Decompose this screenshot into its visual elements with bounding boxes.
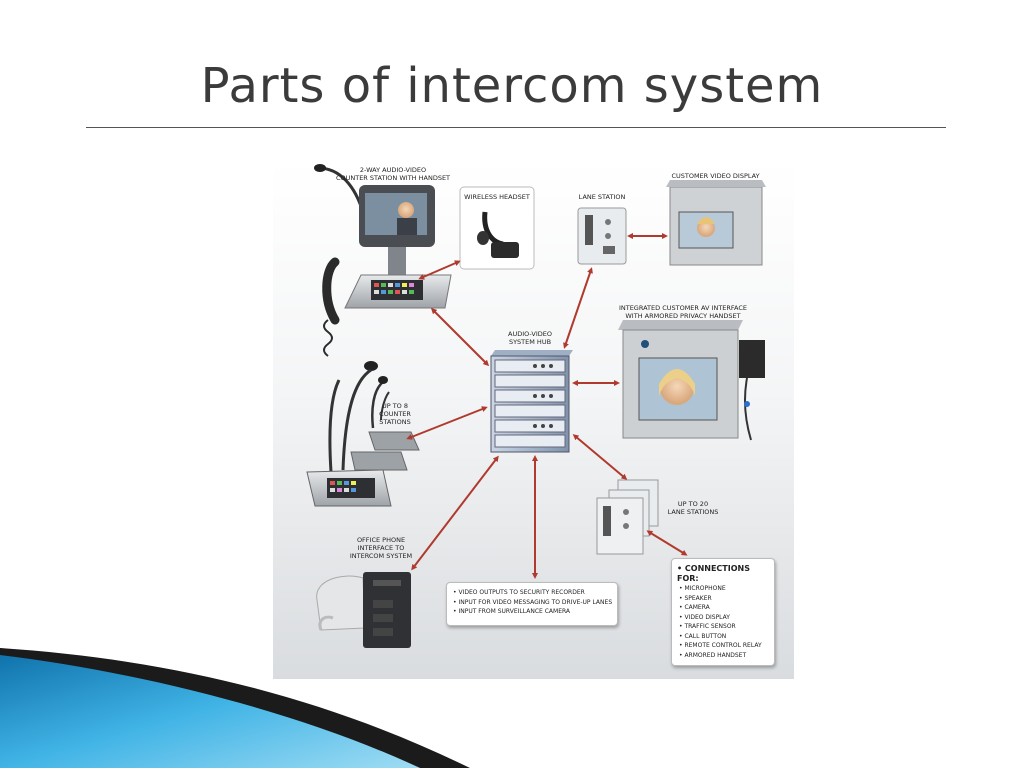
video-io-item: INPUT FROM SURVEILLANCE CAMERA xyxy=(453,607,612,617)
label-wireless-headset: WIRELESS HEADSET xyxy=(464,193,530,201)
label-customer-display: CUSTOMER VIDEO DISPLAY xyxy=(671,172,760,180)
arrow-hub-lanes xyxy=(572,434,628,480)
connection-item: ARMORED HANDSET xyxy=(679,651,774,661)
integrated-av-interface-device xyxy=(618,320,765,441)
customer-video-display-device xyxy=(666,180,766,266)
video-io-item: VIDEO OUTPUTS TO SECURITY RECORDER xyxy=(453,588,612,598)
connection-item: CAMERA xyxy=(679,603,774,613)
connection-item: SPEAKER xyxy=(679,594,774,604)
arrow-hub-stations xyxy=(406,406,488,440)
counter-station-device xyxy=(314,164,452,357)
office-phone-device xyxy=(316,572,411,648)
intercom-diagram: 2-WAY AUDIO-VIDEO COUNTER STATION WITH H… xyxy=(273,160,794,679)
system-hub-device xyxy=(490,350,573,453)
connection-item: TRAFFIC SENSOR xyxy=(679,622,774,632)
label-up-to-20: UP TO 20 LANE STATIONS xyxy=(667,500,719,516)
video-io-list: VIDEO OUTPUTS TO SECURITY RECORDER INPUT… xyxy=(453,588,612,617)
slide-title: Parts of intercom system xyxy=(200,58,824,114)
connection-item: REMOTE CONTROL RELAY xyxy=(679,641,774,651)
arrow-hub-lane xyxy=(563,267,593,349)
connection-item: VIDEO DISPLAY xyxy=(679,613,774,623)
label-counter-station: 2-WAY AUDIO-VIDEO COUNTER STATION WITH H… xyxy=(335,166,451,182)
video-io-card: VIDEO OUTPUTS TO SECURITY RECORDER INPUT… xyxy=(446,582,618,626)
video-io-item: INPUT FOR VIDEO MESSAGING TO DRIVE-UP LA… xyxy=(453,598,612,608)
connections-list: CONNECTIONS FOR: MICROPHONE SPEAKER CAME… xyxy=(677,564,774,661)
arrow-counter-headset xyxy=(418,260,461,280)
label-up-to-8: UP TO 8 COUNTER STATIONS xyxy=(379,402,411,426)
arrow-counter-hub xyxy=(430,307,490,367)
diagram-graphics xyxy=(306,164,766,648)
arrow-hub-phone xyxy=(411,455,499,571)
wireless-headset-device xyxy=(459,186,535,270)
connection-item: CALL BUTTON xyxy=(679,632,774,642)
label-office-phone: OFFICE PHONE INTERFACE TO INTERCOM SYSTE… xyxy=(349,536,413,560)
connection-arrows xyxy=(406,233,688,579)
connections-card: CONNECTIONS FOR: MICROPHONE SPEAKER CAME… xyxy=(671,558,775,666)
connections-title: CONNECTIONS FOR: xyxy=(677,564,774,583)
lane-station-device xyxy=(577,207,627,265)
connection-item: MICROPHONE xyxy=(679,584,774,594)
label-lane-station: LANE STATION xyxy=(578,193,626,201)
label-system-hub: AUDIO-VIDEO SYSTEM HUB xyxy=(508,330,552,346)
gooseneck-counter-stations xyxy=(306,361,420,507)
arrow-lanes-connections xyxy=(646,530,688,556)
lane-stations-group xyxy=(596,479,659,555)
label-integrated-interface: INTEGRATED CUSTOMER AV INTERFACE WITH AR… xyxy=(618,304,748,320)
title-divider xyxy=(86,127,946,128)
